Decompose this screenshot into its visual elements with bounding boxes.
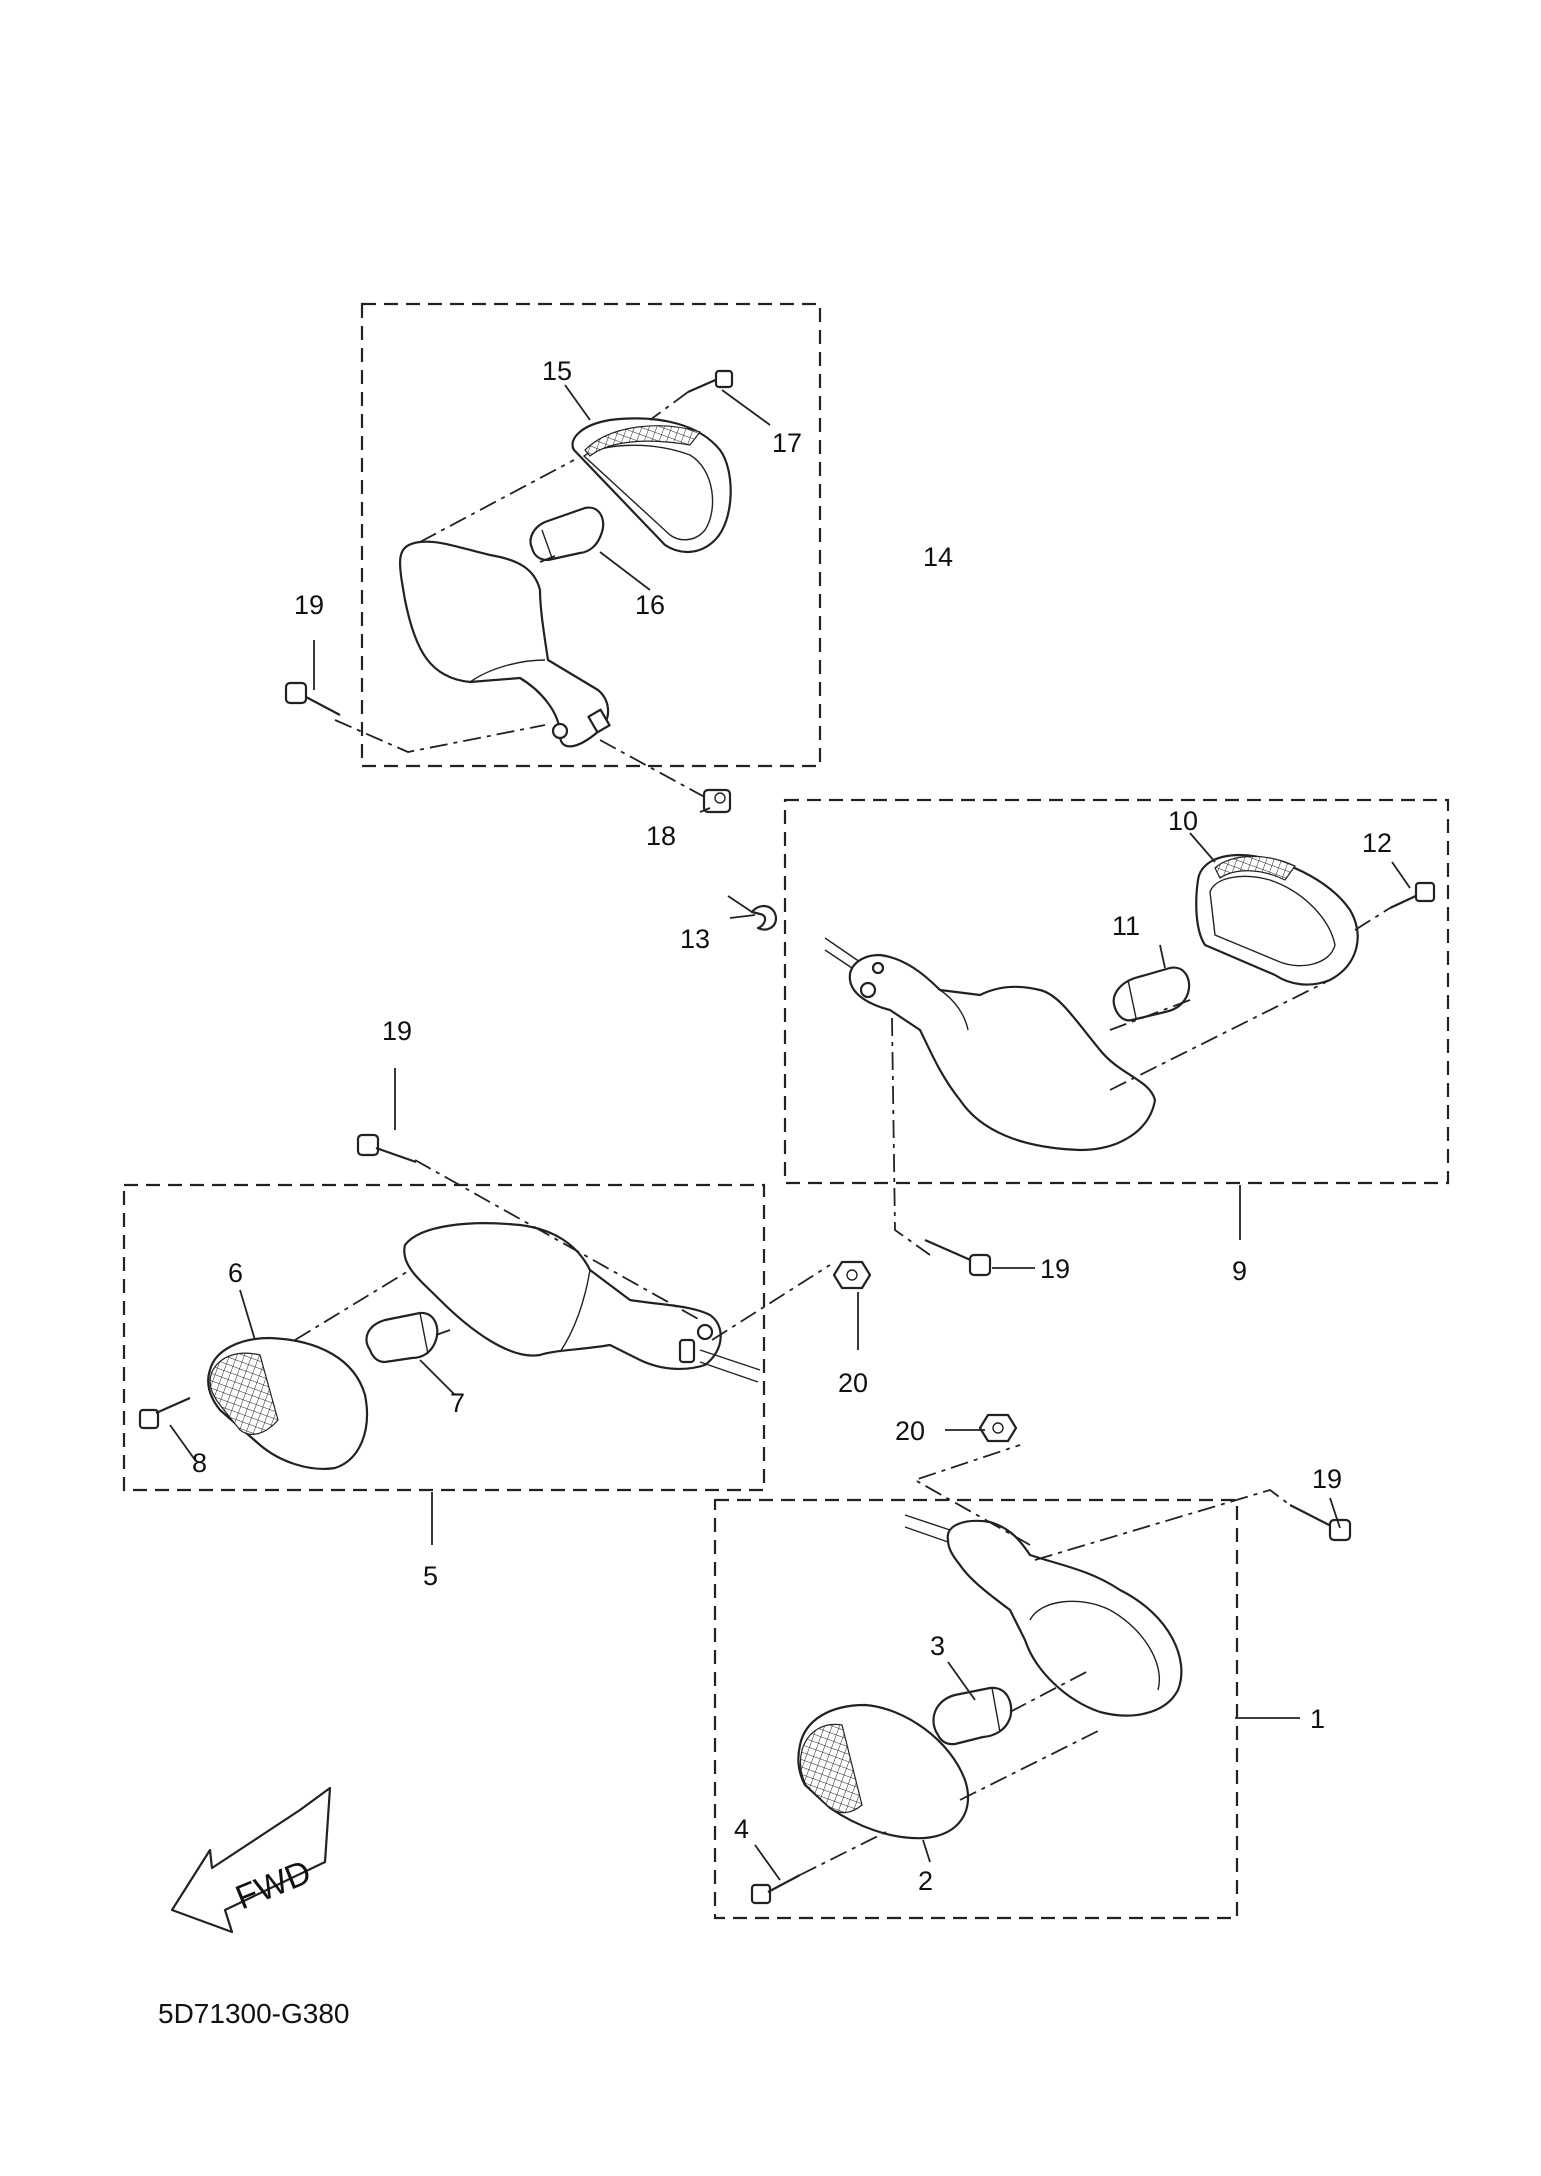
callout-20-bottom: 20 xyxy=(895,1416,925,1446)
assembly-9-box xyxy=(783,798,1450,1185)
callout-13: 13 xyxy=(680,924,710,954)
lens-10 xyxy=(1195,853,1359,986)
assembly-5-wire xyxy=(699,1349,761,1383)
assembly-9-stem-line xyxy=(939,989,969,1031)
callout-1: 1 xyxy=(1310,1704,1325,1734)
callout-20-left: 20 xyxy=(838,1368,868,1398)
leader-lines xyxy=(169,384,1411,1881)
callout-19-bottom-right: 19 xyxy=(1312,1464,1342,1494)
assembly-5-stem-line xyxy=(559,1269,591,1353)
assembly-1-dash-screw4 xyxy=(799,1829,891,1876)
bulb-11-base-line xyxy=(1127,979,1137,1019)
callout-4: 4 xyxy=(734,1814,749,1844)
callout-2: 2 xyxy=(918,1866,933,1896)
assembly-9-mount-hole-1 xyxy=(859,981,877,999)
callout-12: 12 xyxy=(1362,828,1392,858)
assembly-14-dash-nut18 xyxy=(599,739,711,801)
callout-16: 16 xyxy=(635,590,665,620)
assembly-9-dash-lens xyxy=(1109,979,1331,1091)
lens-2-hatch xyxy=(799,1723,863,1814)
assembly-14-mount-hole xyxy=(551,722,569,740)
diagram-code: 5D71300-G380 xyxy=(158,1998,349,2029)
callout-17: 17 xyxy=(772,428,802,458)
assembly-1-dash-nut20 xyxy=(912,1444,1031,1546)
screw-17 xyxy=(687,369,734,394)
assembly-14-dash-screw17 xyxy=(649,391,689,421)
callout-19-left: 19 xyxy=(382,1016,412,1046)
callout-14: 14 xyxy=(923,542,953,572)
assembly-14-dash-bulb xyxy=(539,555,556,563)
assembly-1-wire xyxy=(904,1514,951,1543)
callout-5: 5 xyxy=(423,1561,438,1591)
assembly-5-dash-lens xyxy=(294,1269,411,1341)
lens-15 xyxy=(571,417,732,553)
callout-18: 18 xyxy=(646,821,676,851)
assembly-9-mount-hole-2 xyxy=(871,961,885,975)
assembly-1-rim xyxy=(1029,1600,1160,1691)
screw-19-bottom-right xyxy=(1289,1504,1352,1542)
callout-19-mid-right: 19 xyxy=(1040,1254,1070,1284)
assembly-1-housing xyxy=(946,1519,1183,1717)
bulb-16 xyxy=(529,506,605,562)
screw-12 xyxy=(1389,881,1436,909)
callout-6: 6 xyxy=(228,1258,243,1288)
nut-20-bottom xyxy=(978,1413,1018,1443)
screw-4 xyxy=(750,1874,801,1905)
clamp-13 xyxy=(750,904,778,931)
bulb-16-base-line xyxy=(541,529,553,559)
callout-7: 7 xyxy=(450,1388,465,1418)
assembly-5-dash-nut20 xyxy=(711,1264,831,1341)
assembly-1-dash-bulb xyxy=(1009,1669,1091,1713)
lens-15-hatch xyxy=(584,425,702,457)
bulb-3-base-line xyxy=(991,1687,1001,1733)
lens-10-inner xyxy=(1209,875,1336,967)
assembly-5-dash-bulb xyxy=(435,1329,451,1336)
assembly-1-dash-lens xyxy=(959,1729,1101,1801)
screw-19-left xyxy=(356,1133,417,1164)
assembly-14-dash-screw19 xyxy=(334,719,546,753)
callout-15: 15 xyxy=(542,356,572,386)
assembly-1-dash-screw19 xyxy=(1034,1489,1291,1561)
assembly-9-mount xyxy=(848,953,1157,1152)
assembly-1-group xyxy=(713,1413,1352,1920)
assembly-5-dash-screw19 xyxy=(414,1159,701,1321)
assembly-14-stem-line xyxy=(469,659,546,683)
clamp-13-leader xyxy=(727,895,753,913)
assembly-5-box xyxy=(122,1183,766,1492)
assembly-5-stud xyxy=(678,1338,696,1364)
assembly-9-dash-bulb xyxy=(1109,999,1191,1031)
screw-8 xyxy=(138,1396,191,1430)
assembly-14-group xyxy=(284,302,822,814)
callout-10: 10 xyxy=(1168,806,1198,836)
callout-8: 8 xyxy=(192,1448,207,1478)
bulb-3 xyxy=(932,1686,1013,1746)
nut-18 xyxy=(702,788,732,814)
callout-19-top: 19 xyxy=(294,590,324,620)
callout-11: 11 xyxy=(1112,911,1140,941)
fwd-arrow: FWD xyxy=(170,1786,332,1934)
assembly-14-stud xyxy=(587,708,611,734)
bulb-11 xyxy=(1112,966,1191,1022)
screw-19-mid-right xyxy=(924,1238,992,1277)
lens-6-hatch xyxy=(209,1352,279,1435)
assembly-14-housing xyxy=(398,540,610,748)
screw-19-top xyxy=(284,681,341,716)
bulb-7 xyxy=(365,1311,439,1364)
callout-3: 3 xyxy=(930,1631,945,1661)
callout-numbers: 1 2 3 4 5 6 7 8 9 10 11 12 13 14 15 16 1… xyxy=(192,356,1392,1896)
nut-20-left xyxy=(832,1260,872,1290)
assembly-5-group xyxy=(122,1133,872,1492)
assembly-14-box xyxy=(360,302,822,768)
callout-9: 9 xyxy=(1232,1256,1247,1286)
assembly-9-group xyxy=(727,798,1450,1277)
assembly-9-dash-screw12 xyxy=(1354,907,1391,931)
bulb-7-base-line xyxy=(419,1312,429,1355)
assembly-9-dash-screw19 xyxy=(891,1017,931,1256)
assembly-14-dash-lens xyxy=(419,459,575,543)
lens-10-hatch xyxy=(1214,855,1296,881)
lens-15-inner xyxy=(582,444,714,541)
assembly-5-mount-hole xyxy=(696,1323,714,1341)
assembly-1-box xyxy=(713,1498,1239,1920)
